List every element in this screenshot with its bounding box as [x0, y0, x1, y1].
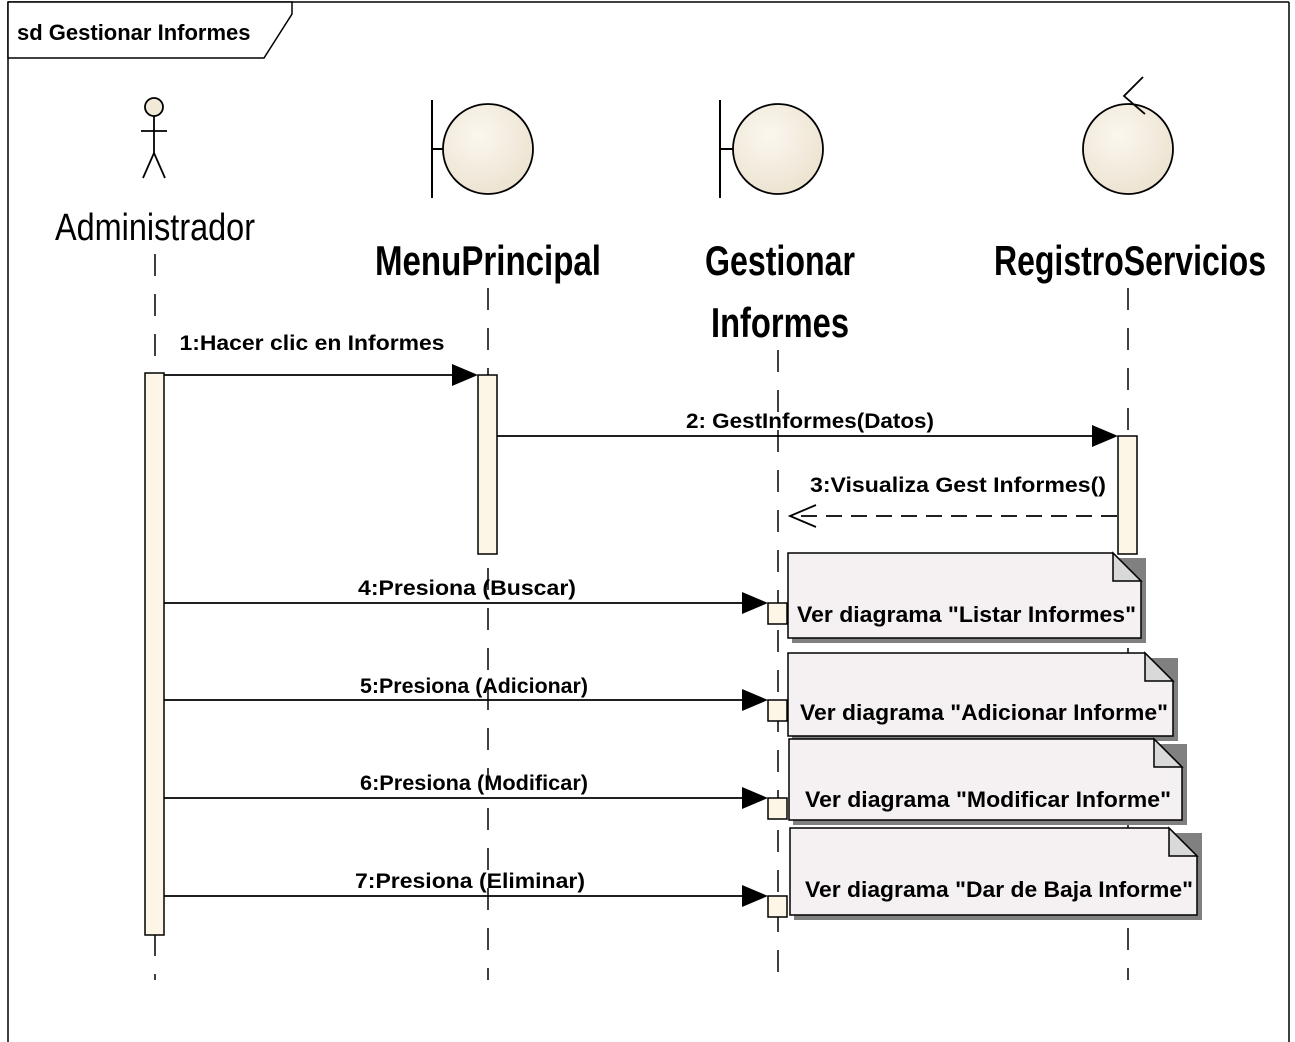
boundary-icon — [431, 100, 534, 198]
activation-bar — [767, 602, 788, 625]
note-corner-icon — [1168, 826, 1199, 857]
message-7: 7:Presiona (Eliminar) — [164, 870, 768, 907]
participant-label: RegistroServicios — [994, 237, 1266, 284]
activation-bar — [767, 895, 788, 918]
participant-menuprincipal: MenuPrincipal — [375, 100, 601, 980]
actor-administrador: Administrador — [55, 97, 255, 980]
activation-bar — [477, 374, 498, 555]
arrowhead-icon — [1092, 425, 1118, 447]
participant-gestionar-informes: Gestionar Informes — [705, 100, 855, 980]
message-3: 3:Visualiza Gest Informes() — [787, 474, 1117, 528]
participant-label: MenuPrincipal — [375, 237, 601, 284]
message-label: 7:Presiona (Eliminar) — [355, 870, 585, 893]
message-label: 4:Presiona (Buscar) — [358, 577, 576, 600]
participant-label-line1: Gestionar — [705, 237, 855, 284]
note-corner-icon — [1153, 737, 1184, 768]
message-6: 6:Presiona (Modificar) — [164, 772, 768, 809]
frame-title: sd Gestionar Informes — [17, 20, 251, 45]
message-1: 1:Hacer clic en Informes — [164, 332, 478, 386]
note-text: Ver diagrama "Modificar Informe" — [805, 787, 1171, 812]
note-text: Ver diagrama "Dar de Baja Informe" — [805, 877, 1193, 902]
arrowhead-icon — [742, 885, 768, 907]
note-text: Ver diagrama "Listar Informes" — [797, 602, 1136, 627]
message-label: 6:Presiona (Modificar) — [360, 772, 588, 795]
note-4: Ver diagrama "Dar de Baja Informe" — [789, 826, 1202, 920]
activation-bar — [1117, 435, 1138, 555]
stick-figure-icon — [141, 97, 167, 179]
activation-bar — [767, 699, 788, 722]
message-4: 4:Presiona (Buscar) — [164, 577, 768, 614]
control-icon — [1082, 76, 1174, 195]
open-arrowhead-icon — [787, 504, 817, 528]
arrowhead-icon — [452, 364, 478, 386]
note-corner-icon — [1144, 651, 1175, 682]
message-label: 1:Hacer clic en Informes — [180, 332, 445, 355]
message-label: 5:Presiona (Adicionar) — [360, 675, 588, 698]
note-1: Ver diagrama "Listar Informes" — [787, 551, 1146, 643]
message-label: 2: GestInformes(Datos) — [686, 410, 934, 433]
arrowhead-icon — [742, 592, 768, 614]
message-label: 3:Visualiza Gest Informes() — [810, 474, 1106, 497]
participant-label-line2: Informes — [711, 299, 849, 346]
note-corner-icon — [1112, 551, 1143, 582]
actor-label: Administrador — [55, 207, 255, 249]
boundary-icon — [719, 100, 824, 198]
message-5: 5:Presiona (Adicionar) — [164, 675, 768, 711]
message-2: 2: GestInformes(Datos) — [497, 410, 1118, 447]
activation-bar — [144, 372, 165, 936]
activation-bar — [767, 797, 788, 820]
note-3: Ver diagrama "Modificar Informe" — [788, 737, 1187, 825]
note-text: Ver diagrama "Adicionar Informe" — [800, 700, 1168, 725]
note-2: Ver diagrama "Adicionar Informe" — [787, 651, 1178, 741]
arrowhead-icon — [742, 787, 768, 809]
frame-tab — [7, 1, 293, 59]
frame: sd Gestionar Informes — [7, 1, 1290, 1042]
arrowhead-icon — [742, 689, 768, 711]
